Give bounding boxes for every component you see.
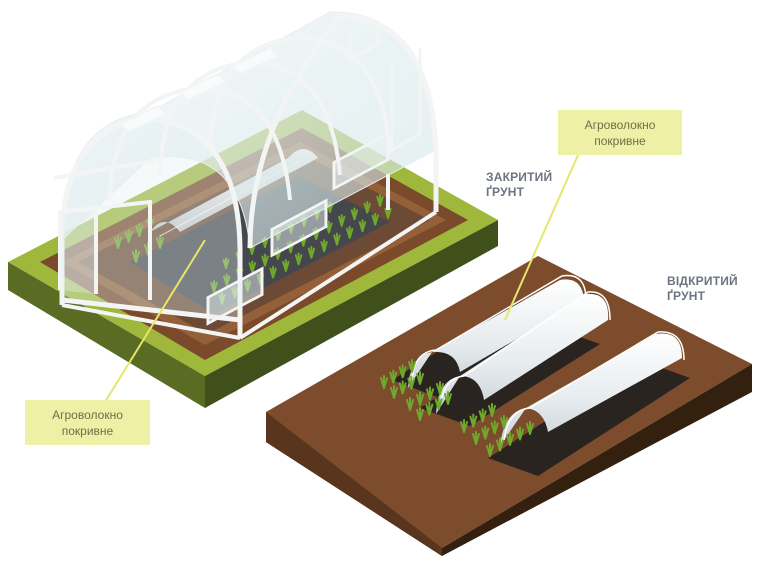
field-plot — [266, 256, 752, 556]
plant — [469, 413, 478, 428]
plant — [496, 437, 504, 452]
plant — [261, 253, 269, 267]
label-line-1: ЗАКРИТИЙ — [486, 170, 553, 184]
grass-side-left — [8, 262, 205, 408]
callout-greenhouse-fiber: Агроволокно покривне — [25, 400, 150, 445]
label-closed-ground: ЗАКРИТИЙ ҐРУНТ — [486, 170, 552, 200]
plant — [436, 381, 444, 395]
plant — [124, 229, 133, 243]
plant — [363, 200, 371, 214]
plant — [294, 252, 303, 266]
plant — [481, 425, 490, 440]
plant — [460, 419, 468, 433]
plant — [506, 432, 514, 446]
plant — [426, 386, 434, 401]
field-plants — [380, 359, 534, 457]
plant — [416, 371, 424, 385]
plant — [345, 226, 354, 239]
plant — [376, 194, 384, 207]
plant — [282, 259, 290, 272]
field-top — [266, 256, 752, 548]
callout-line-1: Агроволокно — [52, 407, 123, 422]
field-side-right — [442, 364, 752, 556]
plant — [380, 375, 388, 389]
grass-side-right — [205, 220, 498, 408]
plant — [478, 408, 487, 423]
roof-vent — [118, 104, 168, 134]
callout-field-fiber: Агроволокно покривне — [558, 110, 682, 155]
plant — [425, 401, 434, 416]
plant — [350, 207, 359, 221]
side-vent — [206, 266, 264, 326]
label-line-2: ҐРУНТ — [667, 289, 706, 303]
label-open-ground: ВІДКРИТИЙ ҐРУНТ — [667, 274, 738, 304]
plant — [307, 245, 316, 259]
plant — [472, 431, 480, 445]
callout-line-2: покривне — [594, 133, 646, 148]
plant — [135, 223, 144, 237]
plant — [358, 219, 367, 233]
plant — [408, 359, 416, 373]
plant — [398, 380, 407, 395]
plant — [222, 257, 230, 269]
plant — [248, 260, 257, 274]
plant — [132, 249, 140, 263]
label-line-1: ВІДКРИТИЙ — [667, 274, 738, 288]
roof-vent — [178, 72, 228, 102]
callout-leader-line — [104, 239, 206, 403]
plant — [516, 426, 524, 441]
plant — [490, 420, 499, 435]
side-vent — [270, 198, 328, 258]
side-vent — [332, 131, 390, 191]
plant — [320, 239, 328, 253]
field-tunnels — [392, 274, 690, 476]
plant — [406, 397, 414, 411]
callout-leader-line — [504, 154, 579, 321]
plant — [269, 265, 277, 279]
plant — [390, 385, 398, 399]
plant — [337, 214, 346, 227]
roof-vent — [230, 46, 280, 76]
callout-line-1: Агроволокно — [584, 117, 656, 132]
plant — [333, 232, 341, 246]
plant — [156, 235, 164, 249]
plant — [398, 364, 407, 379]
plant — [407, 375, 416, 390]
plant — [210, 280, 218, 293]
plant — [416, 407, 424, 421]
plant — [486, 443, 494, 457]
greenhouse-frame — [53, 11, 439, 340]
plant — [444, 391, 452, 405]
field-tunnel — [420, 291, 611, 426]
plant — [114, 235, 122, 249]
plant — [488, 403, 496, 417]
plant — [526, 421, 534, 435]
field-tunnel — [488, 331, 690, 476]
plant — [416, 391, 424, 406]
plant — [434, 396, 443, 411]
callout-line-2: покривне — [61, 423, 114, 438]
plant — [500, 415, 508, 429]
label-line-2: ҐРУНТ — [486, 185, 525, 199]
field-tunnel — [392, 274, 587, 398]
plant — [389, 369, 398, 384]
plant — [371, 212, 379, 226]
plant — [223, 273, 231, 287]
